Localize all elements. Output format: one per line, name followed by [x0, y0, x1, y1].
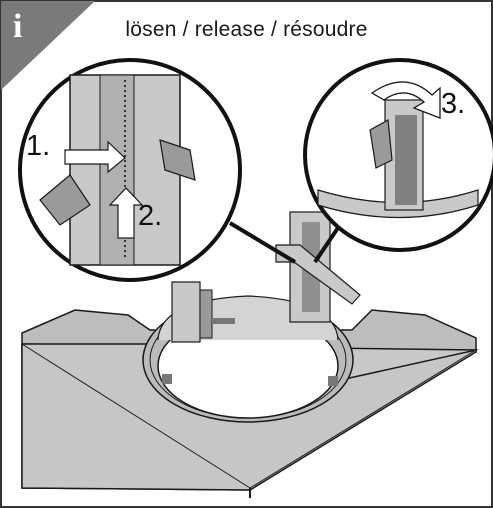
step-1-label: 1. [26, 130, 51, 162]
svg-text:i: i [13, 8, 22, 45]
step-3-label: 3. [441, 88, 466, 120]
detail-circle-right [303, 58, 493, 252]
left-clip [171, 281, 213, 343]
callout-line-left [228, 221, 297, 264]
right-clip [275, 211, 361, 323]
info-icon: i [1, 1, 95, 90]
detail-circle-left [18, 58, 242, 282]
step-2-label: 2. [138, 200, 163, 232]
page-title: lösen / release / résoudre [125, 18, 368, 41]
